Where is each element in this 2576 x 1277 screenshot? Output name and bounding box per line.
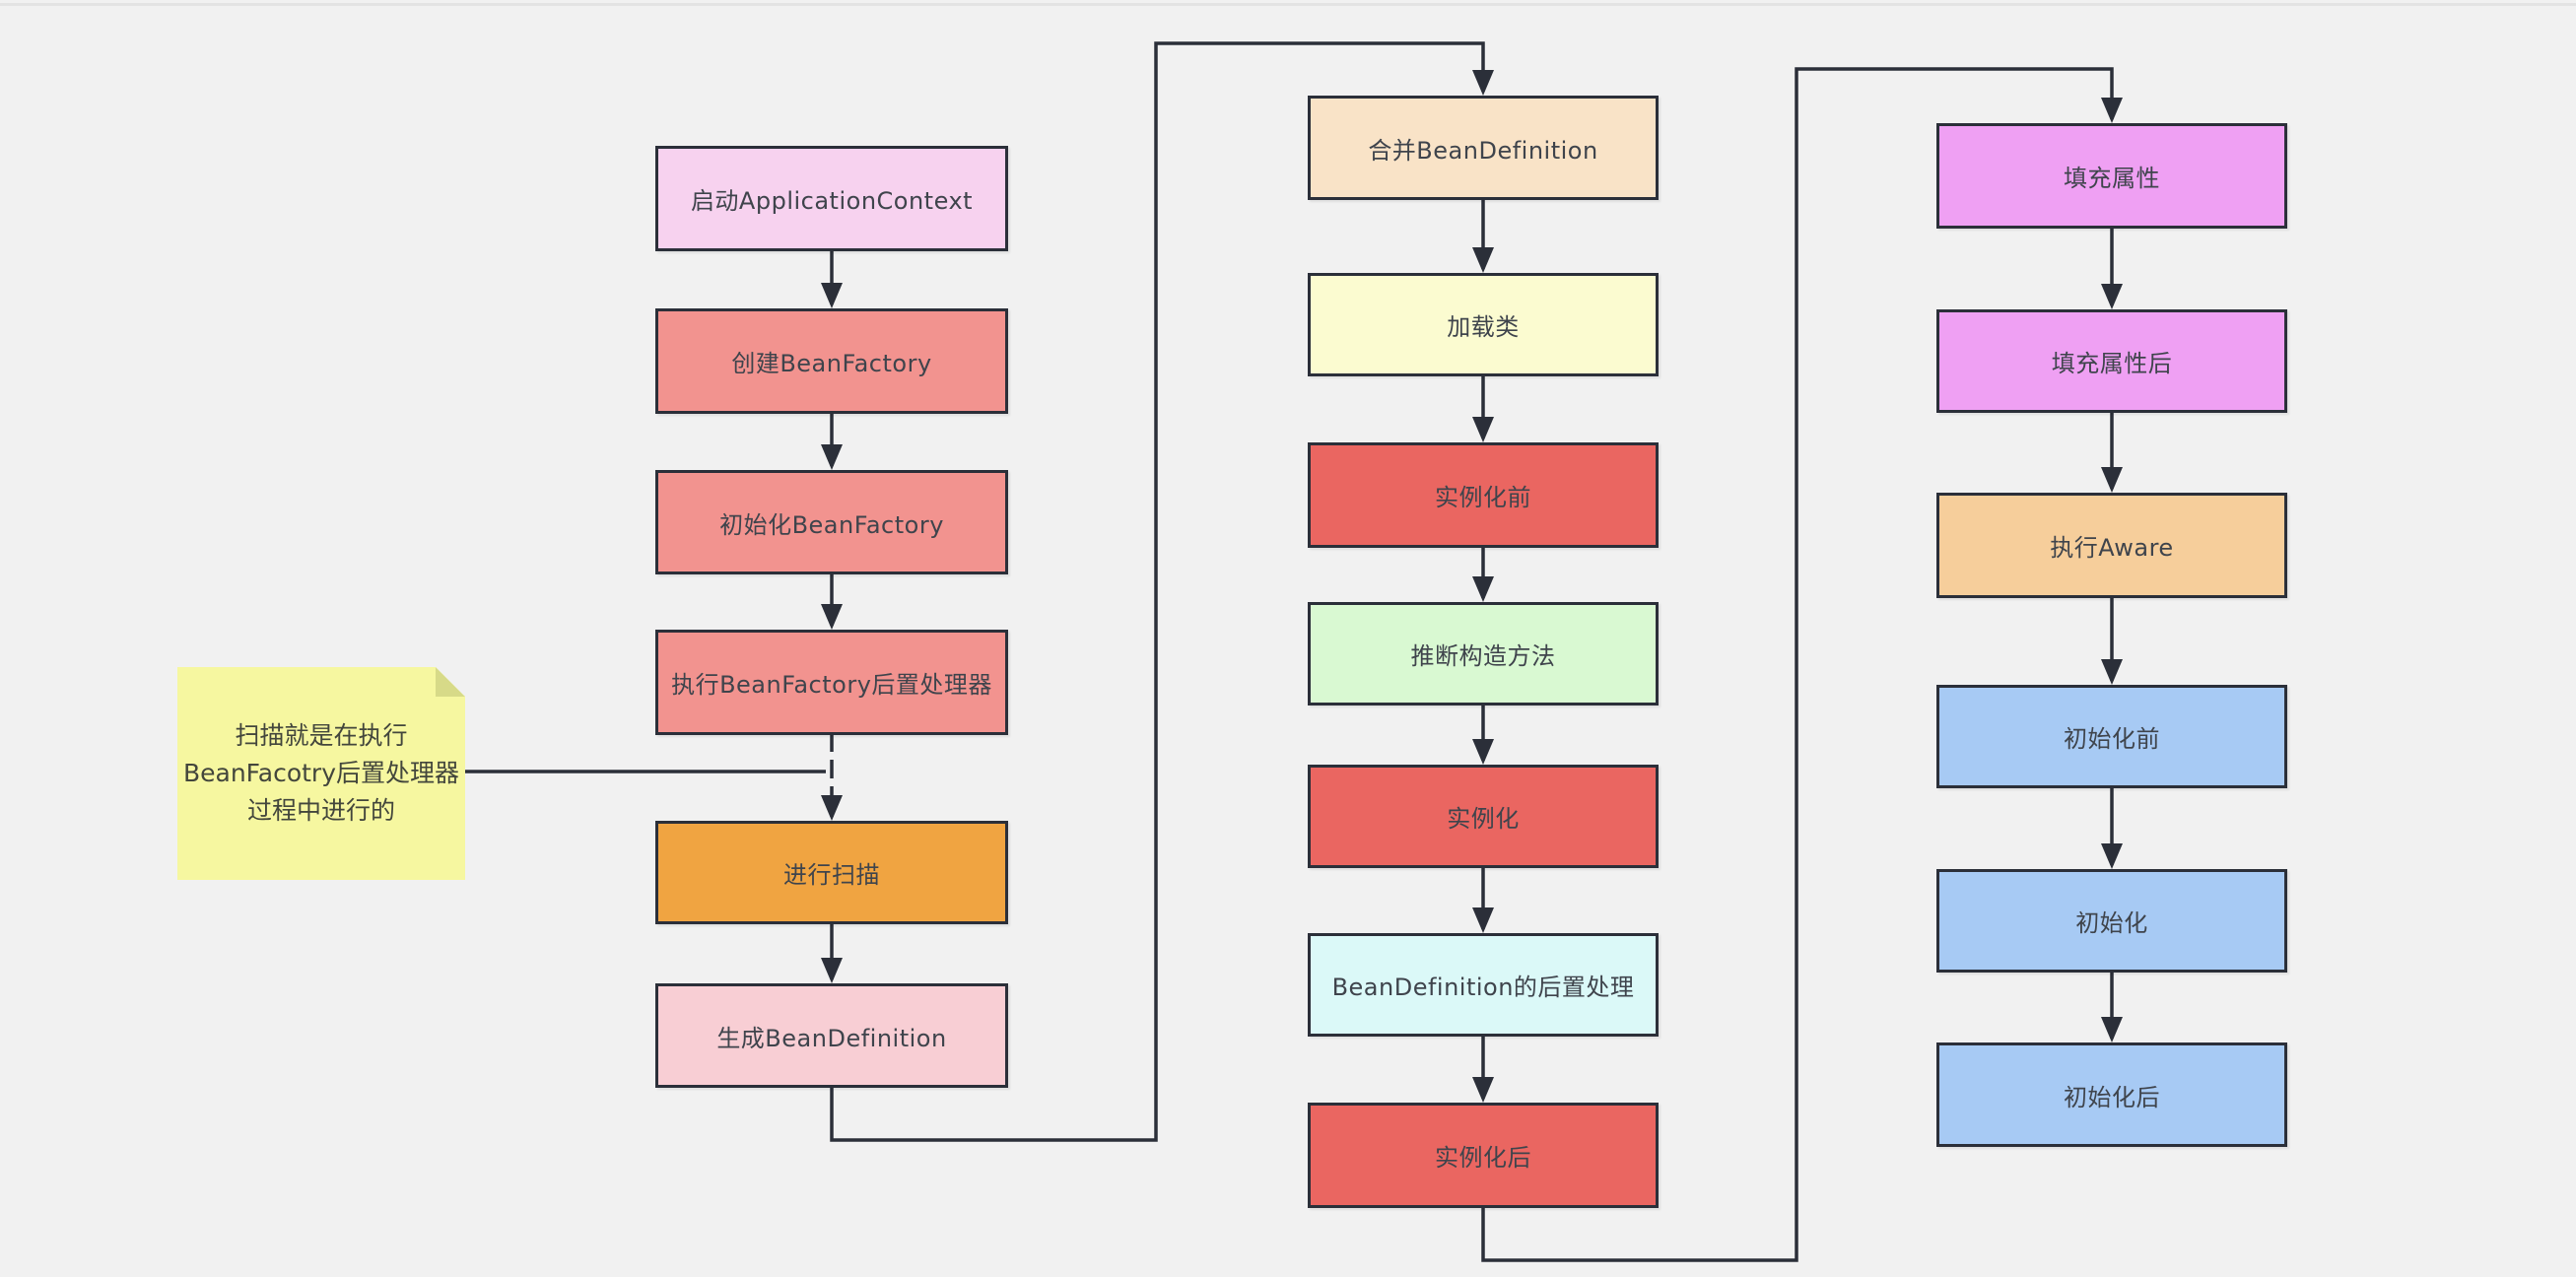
node-execute-aware[interactable]: 执行Aware: [1936, 493, 2287, 598]
node-label: 填充属性后: [2051, 350, 2173, 377]
node-label: 初始化: [2075, 909, 2148, 937]
node-generate-beandefinition[interactable]: 生成BeanDefinition: [655, 983, 1008, 1088]
node-label: BeanDefinition的后置处理: [1331, 974, 1635, 1001]
note-text-line: BeanFacotry后置处理器: [182, 759, 460, 787]
node-label: 填充属性: [2064, 165, 2160, 192]
node-label: 实例化后: [1435, 1144, 1531, 1172]
node-pre-instantiation[interactable]: 实例化前: [1308, 442, 1659, 548]
node-pre-initialization[interactable]: 初始化前: [1936, 685, 2287, 788]
node-init-beanfactory[interactable]: 初始化BeanFactory: [655, 470, 1008, 574]
node-label: 合并BeanDefinition: [1368, 136, 1598, 165]
node-label: 加载类: [1447, 313, 1520, 341]
node-fill-properties[interactable]: 填充属性: [1936, 123, 2287, 229]
node-do-scan[interactable]: 进行扫描: [655, 821, 1008, 924]
node-start-applicationcontext[interactable]: 启动ApplicationContext: [655, 146, 1008, 251]
node-execute-beanfactory-postprocessor[interactable]: 执行BeanFactory后置处理器: [655, 630, 1008, 735]
node-label: 执行Aware: [2050, 534, 2174, 562]
node-infer-constructor[interactable]: 推断构造方法: [1308, 602, 1659, 706]
node-label: 生成BeanDefinition: [716, 1024, 947, 1052]
node-beandefinition-postprocess[interactable]: BeanDefinition的后置处理: [1308, 933, 1659, 1037]
node-merge-beandefinition[interactable]: 合并BeanDefinition: [1308, 96, 1659, 200]
node-after-fill-properties[interactable]: 填充属性后: [1936, 309, 2287, 413]
note-text-line: 过程中进行的: [246, 796, 395, 825]
node-label: 创建BeanFactory: [731, 350, 932, 377]
node-label: 实例化前: [1435, 484, 1531, 511]
note-text-line: 扫描就是在执行: [235, 721, 408, 750]
note-fold-corner: [436, 667, 465, 697]
node-label: 初始化BeanFactory: [719, 510, 944, 539]
node-label: 执行BeanFactory后置处理器: [671, 671, 992, 699]
top-divider: [0, 3, 2576, 6]
node-label: 初始化前: [2064, 725, 2160, 753]
node-instantiation[interactable]: 实例化: [1308, 765, 1659, 868]
node-initialization[interactable]: 初始化: [1936, 869, 2287, 973]
node-label: 初始化后: [2064, 1083, 2160, 1111]
node-label: 启动ApplicationContext: [690, 187, 974, 215]
node-create-beanfactory[interactable]: 创建BeanFactory: [655, 308, 1008, 414]
node-post-initialization[interactable]: 初始化后: [1936, 1042, 2287, 1147]
node-load-class[interactable]: 加载类: [1308, 273, 1659, 376]
note-text: 扫描就是在执行 BeanFacotry后置处理器 过程中进行的: [183, 717, 459, 830]
node-label: 实例化: [1447, 805, 1520, 833]
node-label: 进行扫描: [783, 861, 880, 889]
node-label: 推断构造方法: [1410, 642, 1556, 670]
node-post-instantiation[interactable]: 实例化后: [1308, 1103, 1659, 1208]
sticky-note[interactable]: 扫描就是在执行 BeanFacotry后置处理器 过程中进行的: [177, 667, 465, 880]
